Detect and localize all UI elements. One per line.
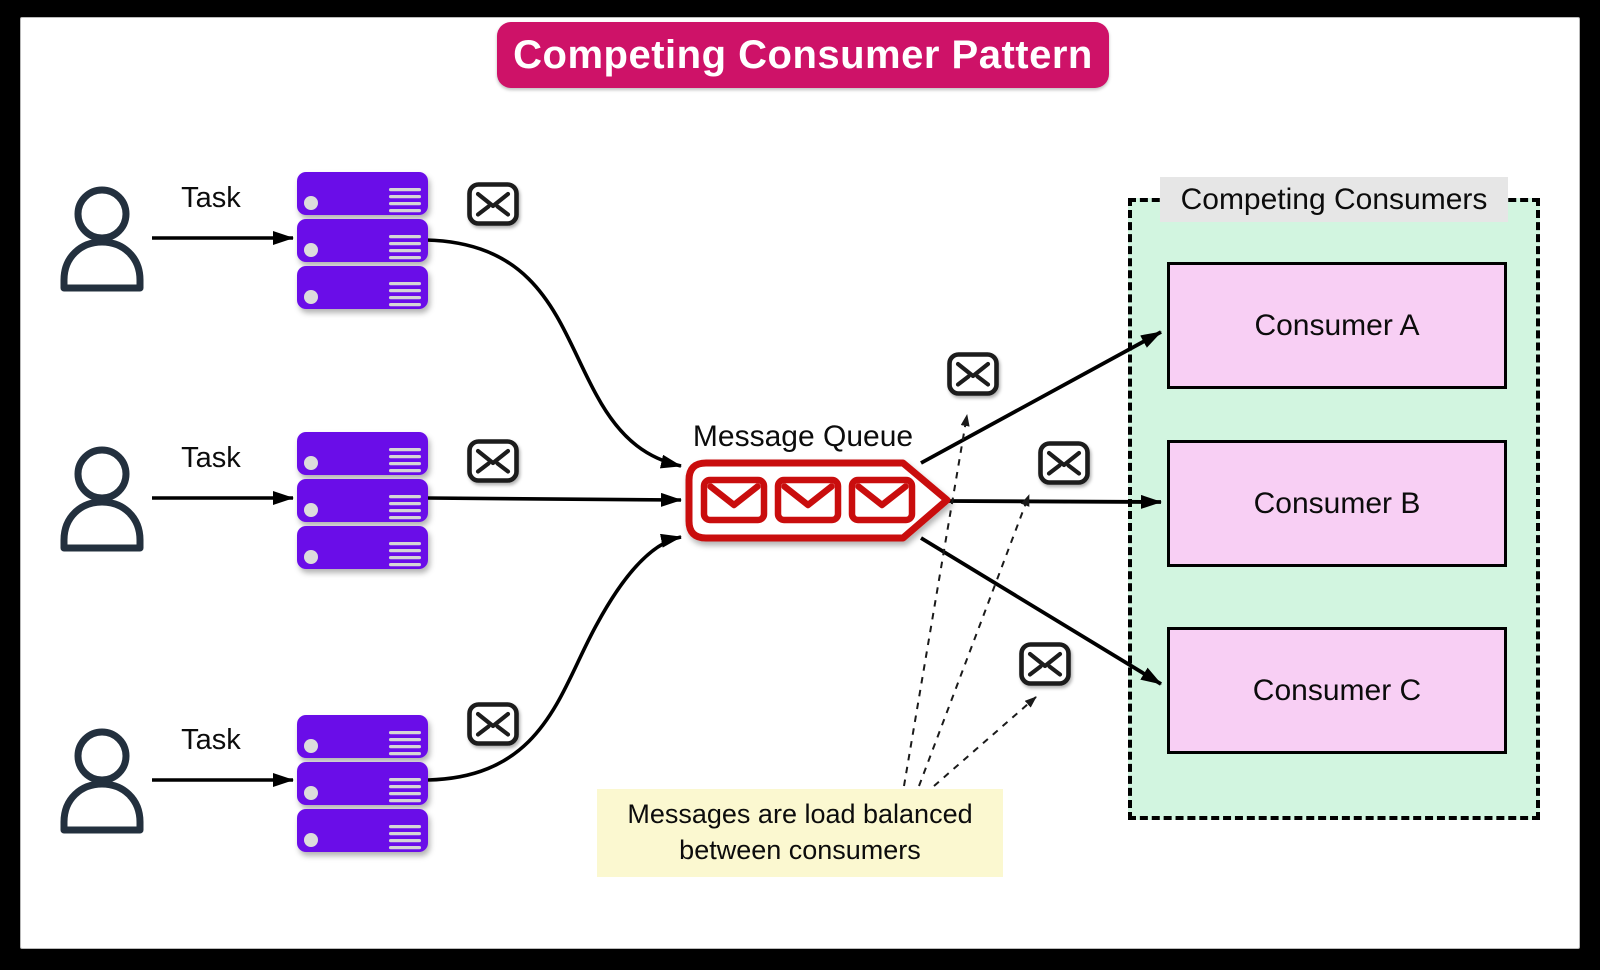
consumer-b-box: Consumer B (1167, 440, 1507, 567)
task-label-1: Task (181, 182, 241, 214)
task-label-3: Task (181, 724, 241, 756)
message-queue-label: Message Queue (692, 420, 914, 453)
page-title: Competing Consumer Pattern (497, 22, 1109, 88)
task-label-2: Task (181, 442, 241, 474)
load-balance-note: Messages are load balanced between consu… (597, 789, 1003, 877)
competing-consumers-label: Competing Consumers (1160, 177, 1508, 222)
consumer-a-box: Consumer A (1167, 262, 1507, 389)
consumer-c-box: Consumer C (1167, 627, 1507, 754)
